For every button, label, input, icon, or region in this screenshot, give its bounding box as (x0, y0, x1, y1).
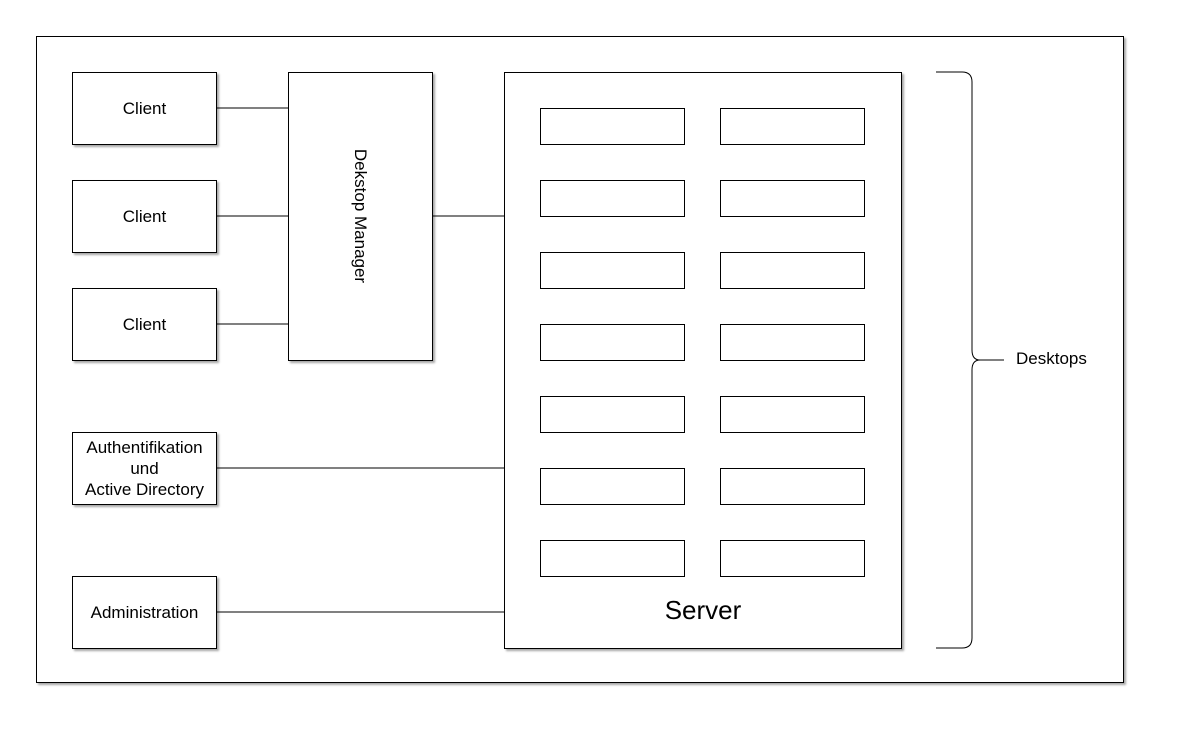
administration-box: Administration (72, 576, 217, 649)
desktop-slot (720, 540, 865, 577)
desktop-slot (540, 324, 685, 361)
desktop-slot (720, 468, 865, 505)
client-label: Client (122, 315, 167, 334)
desktop-manager-label: Dekstop Manager (351, 148, 370, 284)
authentication-label-line: Authentifikation (86, 438, 203, 457)
desktops-brace (936, 71, 981, 649)
server-label: Server (664, 595, 742, 625)
client-label: Client (122, 207, 167, 226)
desktop-slot (720, 396, 865, 433)
authentication-label-line: und (130, 459, 159, 478)
desktop-slot (720, 252, 865, 289)
client-box: Client (72, 180, 217, 253)
client-label: Client (122, 99, 167, 118)
client-box: Client (72, 288, 217, 361)
desktop-slot (720, 108, 865, 145)
authentication-box: Authentifikation und Active Directory (72, 432, 217, 505)
client-box: Client (72, 72, 217, 145)
desktop-slot (540, 252, 685, 289)
desktop-slot (540, 396, 685, 433)
desktop-slot (540, 540, 685, 577)
desktops-label: Desktops (1016, 349, 1087, 368)
diagram-frame (36, 36, 1124, 683)
desktop-slot (720, 180, 865, 217)
desktop-slot (540, 108, 685, 145)
desktop-manager-box (288, 72, 433, 361)
authentication-label-line: Active Directory (84, 480, 205, 499)
desktop-slot (540, 180, 685, 217)
desktop-slot (720, 324, 865, 361)
desktop-slot (540, 468, 685, 505)
administration-label: Administration (90, 603, 199, 622)
